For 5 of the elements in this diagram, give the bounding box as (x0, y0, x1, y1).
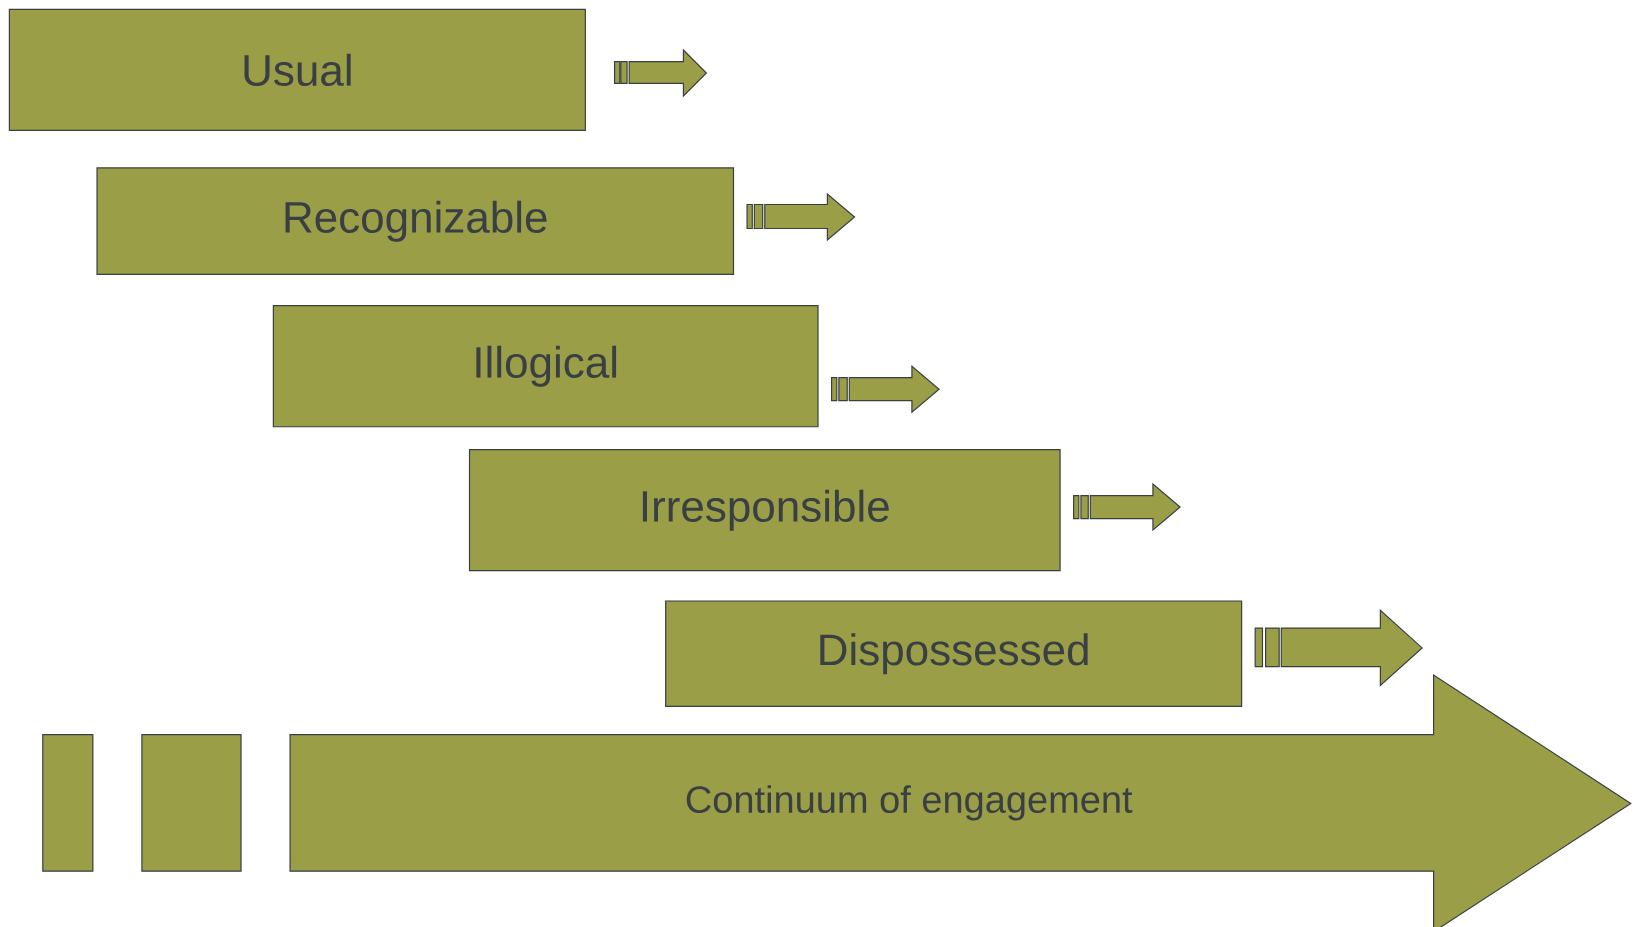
process-box: Dispossessed (665, 600, 1243, 707)
process-box: Usual (8, 8, 586, 131)
process-box: Illogical (272, 305, 819, 428)
process-box: Recognizable (96, 167, 735, 275)
process-box: Irresponsible (468, 449, 1061, 572)
